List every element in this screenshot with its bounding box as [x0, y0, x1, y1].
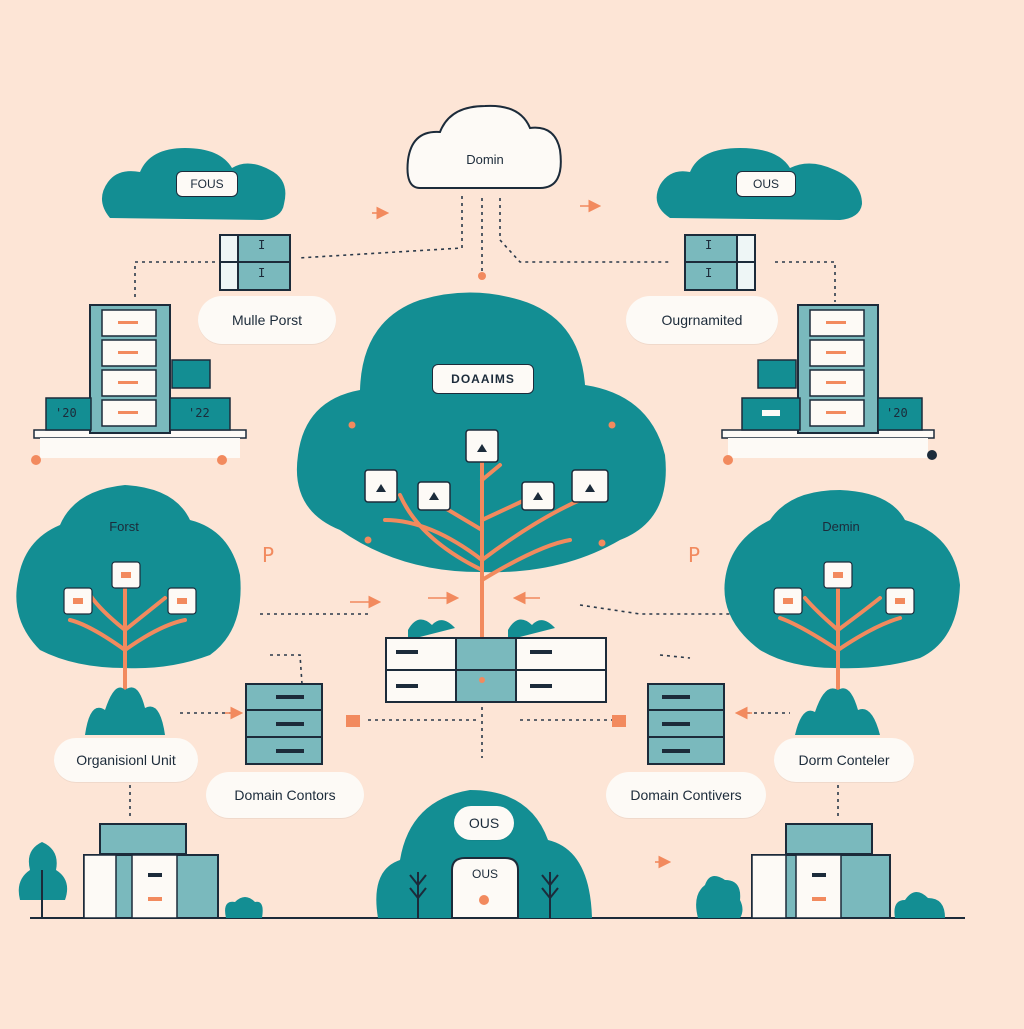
domain-tree-right [724, 490, 960, 735]
server-top-right-mark-2: I [705, 266, 713, 280]
org-unit-label: Organisionl Unit [54, 738, 198, 782]
left-cloud-label: FOUS [176, 171, 238, 197]
rack-left [31, 304, 247, 465]
domain-contors-label: Domain Contors [206, 772, 364, 818]
bottom-cloud [376, 790, 592, 919]
svg-text:P: P [262, 543, 274, 567]
server-top-right-mark-1: I [705, 238, 713, 252]
arrows [225, 199, 752, 869]
bottom-door-label: OUS [471, 867, 498, 881]
forest-tree-left [16, 485, 241, 735]
server-top-left-mark-1: I [258, 238, 266, 252]
dom-conteler-label: Dorm Conteler [774, 738, 914, 782]
top-cloud [406, 104, 562, 189]
center-tree-label: DOAAIMS [432, 364, 534, 394]
server-top-left [219, 234, 291, 291]
server-bottom-right [696, 823, 945, 919]
left-pill-label: Mulle Porst [198, 296, 336, 344]
left-rack-number-a: '20 [55, 406, 77, 420]
rack-right [721, 304, 937, 465]
top-cloud-label: Domin [466, 151, 504, 167]
left-tree-label: Forst [109, 518, 139, 534]
right-tree-label: Demin [822, 518, 860, 534]
right-pill-label: Ougrnamited [626, 296, 778, 344]
server-mid-left [245, 683, 323, 765]
left-rack-number-b: '22 [188, 406, 210, 420]
right-rack-number-b: '20 [886, 406, 908, 420]
server-bottom-left [18, 823, 263, 919]
bottom-cloud-label: OUS [454, 806, 514, 840]
server-top-left-mark-2: I [258, 266, 266, 280]
server-top-right [684, 234, 756, 291]
center-server [385, 619, 607, 703]
right-cloud-label: OUS [736, 171, 796, 197]
domain-contivers-label: Domain Contivers [606, 772, 766, 818]
svg-text:P: P [688, 543, 700, 567]
server-mid-right [647, 683, 725, 765]
domains-tree [296, 292, 666, 642]
